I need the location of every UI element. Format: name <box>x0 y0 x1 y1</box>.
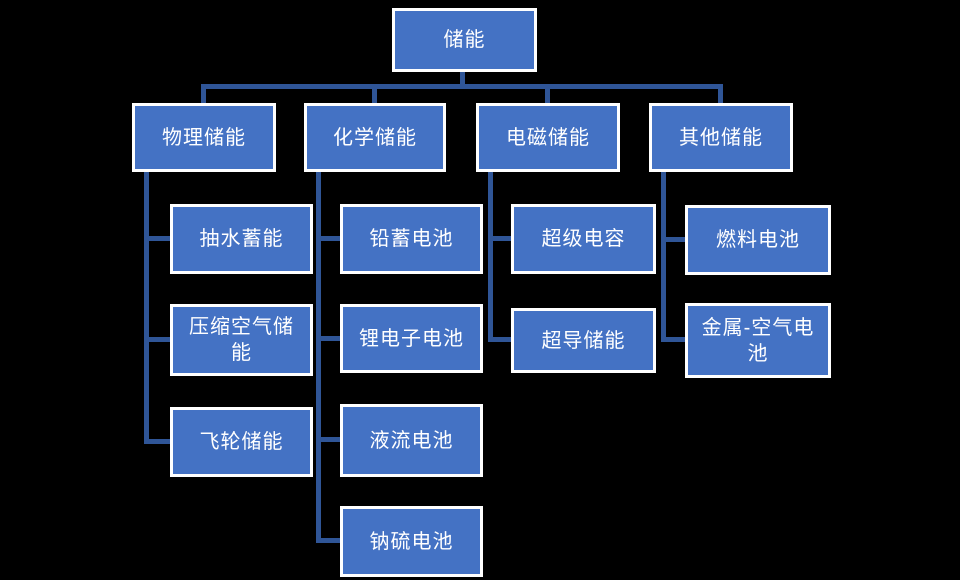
connector-stub-pumped-hydro <box>144 236 170 241</box>
node-sodium-sulfur-battery: 钠硫电池 <box>340 506 483 577</box>
node-chemical-storage: 化学储能 <box>304 103 446 172</box>
node-supercapacitor: 超级电容 <box>511 204 656 274</box>
connector-drop-other <box>718 84 723 104</box>
node-flow-battery: 液流电池 <box>340 404 483 477</box>
node-physical-storage: 物理储能 <box>132 103 276 172</box>
node-energy-storage: 储能 <box>392 8 537 72</box>
node-superconducting-storage: 超导储能 <box>511 308 656 373</box>
connector-top-rail <box>202 84 723 89</box>
connector-stub-supercapacitor <box>488 236 511 241</box>
connector-hang-electromagnetic <box>488 172 493 342</box>
connector-stub-lithium <box>316 336 340 341</box>
node-lithium-battery: 锂电子电池 <box>340 304 483 373</box>
node-other-storage: 其他储能 <box>649 103 793 172</box>
connector-stub-flywheel <box>144 439 170 444</box>
connector-stub-smes <box>488 337 511 342</box>
connector-stub-lead-acid <box>316 236 340 241</box>
node-flywheel: 飞轮储能 <box>170 407 313 477</box>
connector-stub-sodium-sulfur <box>316 538 340 543</box>
connector-root-drop <box>460 72 465 87</box>
connector-drop-chemical <box>372 84 377 104</box>
connector-drop-physical <box>201 84 206 104</box>
connector-hang-chemical <box>316 172 321 543</box>
node-metal-air-battery: 金属-空气电池 <box>685 303 831 378</box>
connector-stub-fuel-cell <box>661 237 685 242</box>
connector-drop-electromagnetic <box>545 84 550 104</box>
node-compressed-air: 压缩空气储能 <box>170 304 313 376</box>
connector-hang-physical <box>144 172 149 444</box>
node-lead-acid-battery: 铅蓄电池 <box>340 204 483 274</box>
connector-hang-other <box>661 172 666 342</box>
node-pumped-hydro: 抽水蓄能 <box>170 204 313 274</box>
connector-stub-compressed-air <box>144 337 170 342</box>
connector-stub-flow-battery <box>316 437 340 442</box>
node-electromagnetic-storage: 电磁储能 <box>476 103 620 172</box>
node-fuel-cell: 燃料电池 <box>685 205 831 275</box>
connector-stub-metal-air <box>661 337 685 342</box>
